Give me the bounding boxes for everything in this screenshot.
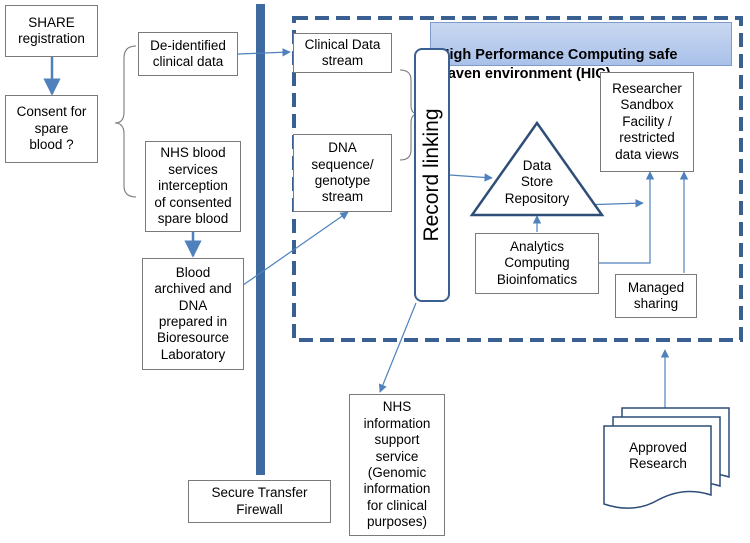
clinical-stream-box: Clinical Data stream: [293, 33, 392, 73]
consent-label: Consent for spare blood ?: [16, 104, 87, 153]
nhs-blood-label: NHS blood services interception of conse…: [154, 145, 232, 227]
edge-archive-to-dna: [235, 211, 349, 291]
hic-title-box: High Performance Computing safe haven en…: [430, 22, 732, 82]
edge-deidentified-to-clinical: [237, 48, 291, 57]
analytics-box: Analytics Computing Bioinfomatics: [475, 233, 599, 294]
data-store-label: Data Store Repository: [504, 158, 570, 206]
deidentified-label: De-identified clinical data: [150, 37, 226, 69]
share-registration-box: SHARE registration: [5, 5, 98, 57]
record-linking-box: Record linking: [414, 48, 450, 302]
nhs-info-box: NHS information support service (Genomic…: [349, 394, 445, 536]
nhs-blood-box: NHS blood services interception of conse…: [145, 141, 241, 232]
blood-archived-label: Blood archived and DNA prepared in Biore…: [154, 264, 232, 362]
managed-sharing-label: Managed sharing: [627, 279, 685, 311]
analytics-label: Analytics Computing Bioinfomatics: [496, 238, 578, 287]
consent-box: Consent for spare blood ?: [5, 95, 98, 163]
blood-archived-box: Blood archived and DNA prepared in Biore…: [142, 258, 244, 370]
nhs-info-label: NHS information support service (Genomic…: [363, 399, 431, 530]
flow-arrows-thin: [235, 48, 689, 410]
researcher-sandbox-label: Researcher Sandbox Facility / restricted…: [612, 80, 682, 162]
edge-linking-to-nhs-info: [378, 302, 417, 393]
firewall-bar: [256, 4, 265, 475]
dna-stream-box: DNA sequence/ genotype stream: [293, 134, 392, 212]
edge-analytics-to-sandbox: [599, 171, 655, 264]
hic-title-label: High Performance Computing safe haven en…: [439, 46, 678, 82]
record-linking-label: Record linking: [420, 108, 443, 242]
managed-sharing-box: Managed sharing: [615, 274, 697, 318]
clinical-stream-label: Clinical Data stream: [304, 36, 381, 68]
secure-transfer-box: Secure Transfer Firewall: [188, 480, 331, 523]
flow-arrows-thick: [43, 57, 202, 258]
approved-research-shape: [603, 407, 730, 509]
dna-stream-label: DNA sequence/ genotype stream: [311, 140, 374, 205]
edge-linking-to-datastore: [449, 173, 493, 182]
secure-transfer-label: Secure Transfer Firewall: [211, 485, 308, 517]
brace-consent: [114, 45, 137, 198]
researcher-sandbox-box: Researcher Sandbox Facility / restricted…: [600, 72, 694, 172]
share-registration-label: SHARE registration: [18, 14, 85, 46]
data-store-triangle: [469, 120, 605, 217]
approved-research-label: Approved Research: [629, 440, 687, 472]
deidentified-box: De-identified clinical data: [138, 32, 238, 76]
